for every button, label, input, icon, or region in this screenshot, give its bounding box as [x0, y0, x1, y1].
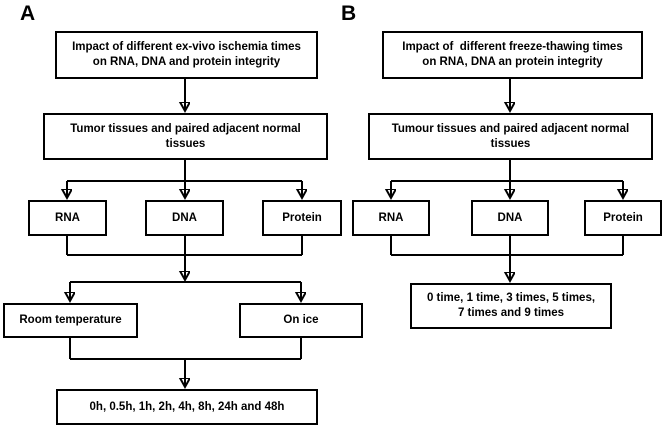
panel-b-protein-box: Protein	[584, 200, 662, 236]
panel-b-timepoints-line1: 0 time, 1 time, 3 times, 5 times,	[426, 292, 596, 305]
panel-b-timepoints-box: 0 time, 1 time, 3 times, 5 times, 7 time…	[410, 283, 612, 329]
panel-b-rna-box: RNA	[352, 200, 430, 236]
panel-b-arrows	[391, 79, 623, 280]
panel-b-tissue-line2: tissues	[490, 137, 531, 150]
panel-b-tissue-line1: Tumour tissues and paired adjacent norma…	[391, 122, 630, 135]
panel-b-title-box: Impact of different freeze-thawing times…	[382, 31, 643, 79]
panel-b-tissue-box: Tumour tissues and paired adjacent norma…	[368, 113, 653, 160]
panel-a-rna-box: RNA	[28, 200, 107, 236]
panel-a-timepoints-box: 0h, 0.5h, 1h, 2h, 4h, 8h, 24h and 48h	[56, 389, 318, 425]
panel-a-title-line2: on RNA, DNA and protein integrity	[92, 56, 281, 68]
panel-b-title-line1: Impact of different freeze-thawing times	[402, 41, 623, 54]
panel-a-tissue-line1: Tumor tissues and paired adjacent normal	[70, 122, 301, 135]
panel-a-tissue-box: Tumor tissues and paired adjacent normal…	[43, 113, 328, 160]
panel-a-on-ice-box: On ice	[239, 303, 363, 338]
panel-b-label: B	[341, 2, 357, 25]
panel-b-timepoints-line2: 7 times and 9 times	[457, 307, 565, 319]
panel-a-title-box: Impact of different ex-vivo ischemia tim…	[55, 31, 318, 79]
panel-a-dna-box: DNA	[145, 200, 224, 236]
panel-a-label: A	[20, 2, 36, 25]
panel-a-title-line1: Impact of different ex-vivo ischemia tim…	[72, 41, 301, 54]
panel-a-arrows	[67, 79, 302, 386]
panel-a-room-temperature-box: Room temperature	[3, 303, 138, 338]
panel-b-connector-lines	[390, 160, 624, 256]
panel-a-tissue-line2: tissues	[165, 137, 206, 150]
panel-b-title-line2: on RNA, DNA an protein integrity	[422, 56, 603, 68]
panel-b-dna-box: DNA	[471, 200, 549, 236]
panel-a-protein-box: Protein	[262, 200, 342, 236]
